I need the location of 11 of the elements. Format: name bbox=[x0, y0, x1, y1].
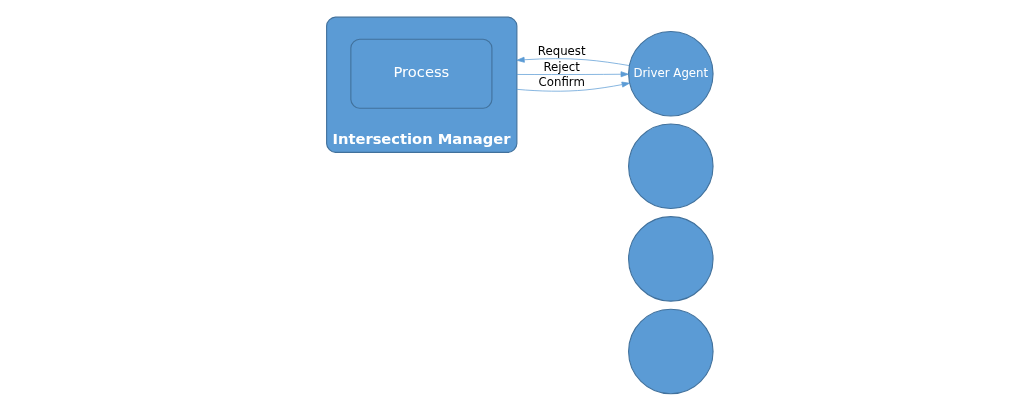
node-circle bbox=[627, 123, 714, 210]
node-circle: Driver Agent bbox=[627, 30, 714, 117]
arrow bbox=[516, 56, 630, 66]
node-circle bbox=[627, 216, 714, 302]
node-box: Process bbox=[349, 38, 492, 109]
edge-label: Confirm bbox=[538, 75, 585, 90]
edge-label: Request bbox=[537, 44, 586, 59]
arrow bbox=[516, 71, 629, 78]
node-circle bbox=[627, 308, 714, 395]
arrow bbox=[516, 81, 630, 92]
edge-label: Reject bbox=[543, 59, 580, 74]
